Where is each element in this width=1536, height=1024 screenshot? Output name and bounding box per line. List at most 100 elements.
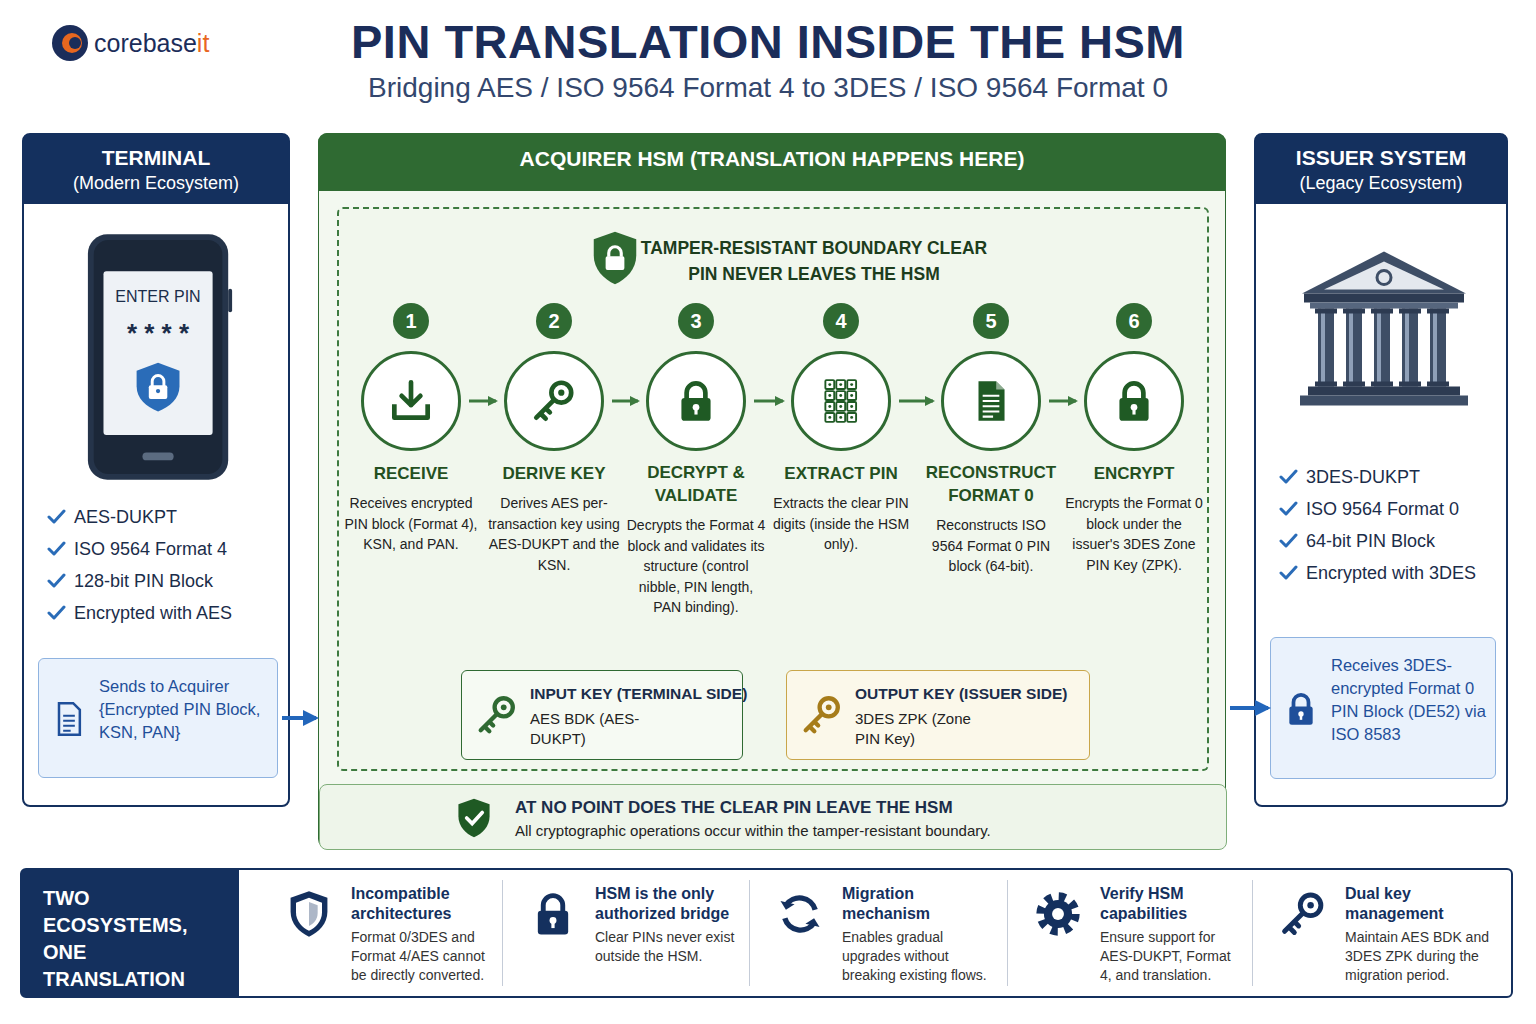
step-icon-circle [791,351,891,451]
panel-header: ISSUER SYSTEM(Legacy Ecosystem) [1255,134,1507,204]
cell-text: Migration mechanismEnables gradual upgra… [842,884,998,985]
step-body: Derives AES per-transaction key using AE… [482,493,626,575]
feature-item: Encrypted with 3DES [1306,561,1476,585]
band-label-block: TWO ECOSYSTEMS, ONE TRANSLATION POINT [21,869,239,997]
step-heading-wrap: DERIVE KEY [482,461,626,485]
step-heading: RECEIVE [374,462,449,485]
cell-node: Migration mechanismEnables gradual upgra… [749,880,1007,986]
step-heading: DERIVE KEY [503,462,606,485]
step-heading: EXTRACT PIN [784,462,897,485]
cell-icon [527,886,579,942]
step-heading: DECRYPT & VALIDATE [624,461,768,507]
check-mark [1278,499,1298,519]
shield-lock-icon [585,225,645,291]
step-text: DECRYPT & VALIDATEDecrypts the Format 4 … [624,461,768,618]
step-node: 5RECONSTRUCT FORMAT 0Reconstructs ISO 95… [921,303,1061,665]
step-icon [1109,376,1159,426]
cell-body: Format 0/3DES and Format 4/AES cannot be… [351,928,492,985]
step-icon [386,376,436,426]
step-node: 6ENCRYPTEncrypts the Format 0 block unde… [1064,303,1204,665]
box-icon [1281,687,1321,731]
tamper-node: TAMPER-RESISTANT BOUNDARY CLEAR PIN NEVE… [337,207,1209,771]
flow-arrow [282,716,316,720]
screen-label: * * * * [102,316,214,350]
step-heading-wrap: EXTRACT PIN [769,461,913,485]
cell-body: Ensure support for AES-DUKPT, Format 4, … [1100,928,1243,985]
step-icon-circle [504,351,604,451]
step-heading: RECONSTRUCT FORMAT 0 [919,461,1063,507]
shield-check-icon [452,795,496,841]
flow-arrow [899,400,933,403]
step-icon [816,376,866,426]
panel-subtitle: (Modern Ecosystem) [23,171,289,195]
cell-icon [1277,886,1329,942]
cell-text: HSM is the only authorized bridgeClear P… [595,884,740,966]
step-icon [966,376,1016,426]
box-icon [49,697,89,741]
step-heading-wrap: ENCRYPT [1062,461,1206,485]
phone-illustration [84,227,236,487]
check-mark [46,571,66,591]
feature-item: ISO 9564 Format 4 [74,537,227,561]
step-text: DERIVE KEY Derives AES per-transaction ke… [482,461,626,575]
check-mark [1278,467,1298,487]
flow-arrow [469,400,496,403]
panel-title: ISSUER SYSTEM [1255,145,1507,171]
banner-heading: AT NO POINT DOES THE CLEAR PIN LEAVE THE… [515,798,953,818]
cell-body: Clear PINs never exist outside the HSM. [595,928,740,966]
step-number: 1 [393,303,429,339]
step-number: 4 [823,303,859,339]
step-number-text: 5 [973,303,1009,339]
subtitle: Bridging AES / ISO 9564 Format 4 to 3DES… [0,72,1536,104]
hsm-node: ACQUIRER HSM (TRANSLATION HAPPENS HERE) T… [318,133,1226,849]
step-node: 2DERIVE KEY Derives AES per-transaction k… [484,303,624,665]
bank-illustration [1294,243,1474,413]
step-icon-circle [1084,351,1184,451]
box-text: Receives 3DES-encrypted Format 0 PIN Blo… [1331,654,1487,746]
cell-heading: Migration mechanism [842,884,998,924]
feature-item: ISO 9564 Format 0 [1306,497,1459,521]
step-number: 5 [973,303,1009,339]
step-heading-wrap: DECRYPT & VALIDATE [624,461,768,507]
phone-screen-text: ENTER PIN * * * * [102,286,214,350]
step-heading-wrap: RECONSTRUCT FORMAT 0 [919,461,1063,507]
logo-word: it [197,29,210,58]
blue-node: Sends to Acquirer {Encrypted PIN Block, … [38,658,278,778]
blue-node: Receives 3DES-encrypted Format 0 PIN Blo… [1270,637,1496,779]
hsm-header: ACQUIRER HSM (TRANSLATION HAPPENS HERE) [318,133,1226,191]
cell-text: Incompatible architecturesFormat 0/3DES … [351,884,492,985]
step-number: 6 [1116,303,1152,339]
cell-body: Maintain AES BDK and 3DES ZPK during the… [1345,928,1502,985]
cell-node: Dual key managementMaintain AES BDK and … [1252,880,1511,986]
flow-arrow [1230,706,1268,710]
box-text: Sends to Acquirer {Encrypted PIN Block, … [99,675,269,744]
cell-icon [283,886,335,942]
cell-node: HSM is the only authorized bridgeClear P… [502,880,749,986]
step-text: RECONSTRUCT FORMAT 0Reconstructs ISO 956… [919,461,1063,577]
step-node: 3DECRYPT & VALIDATEDecrypts the Format 4… [626,303,766,665]
cell-body: Enables gradual upgrades without breakin… [842,928,998,985]
screen-label: ENTER PIN [102,286,214,308]
step-icon [671,376,721,426]
cell-heading: HSM is the only authorized bridge [595,884,740,924]
check-mark [46,539,66,559]
step-body: Receives encrypted PIN block (Format 4),… [339,493,483,555]
step-text: EXTRACT PINExtracts the clear PIN digits… [769,461,913,555]
cell-icon [1032,886,1084,942]
cell-heading: Incompatible architectures [351,884,492,924]
feature-item: Encrypted with AES [74,601,232,625]
check-mark [46,603,66,623]
step-number: 2 [536,303,572,339]
panel-subtitle: (Legacy Ecosystem) [1255,171,1507,195]
hsm-title: ACQUIRER HSM (TRANSLATION HAPPENS HERE) [318,133,1226,185]
cell-icon [774,886,826,942]
band-node: TWO ECOSYSTEMS, ONE TRANSLATION POINT Inc… [20,868,1513,998]
step-heading: ENCRYPT [1094,462,1175,485]
banner-node: AT NO POINT DOES THE CLEAR PIN LEAVE THE… [319,784,1227,850]
panel-node: TERMINAL(Modern Ecosystem)AES-DUKPTISO 9… [22,133,290,807]
step-number-text: 6 [1116,303,1152,339]
step-node: 1RECEIVE Receives encrypted PIN block (Fo… [341,303,481,665]
step-number: 3 [678,303,714,339]
cell-heading: Verify HSM capabilities [1100,884,1243,924]
step-node: 4EXTRACT PINExtracts the clear PIN digit… [771,303,911,665]
